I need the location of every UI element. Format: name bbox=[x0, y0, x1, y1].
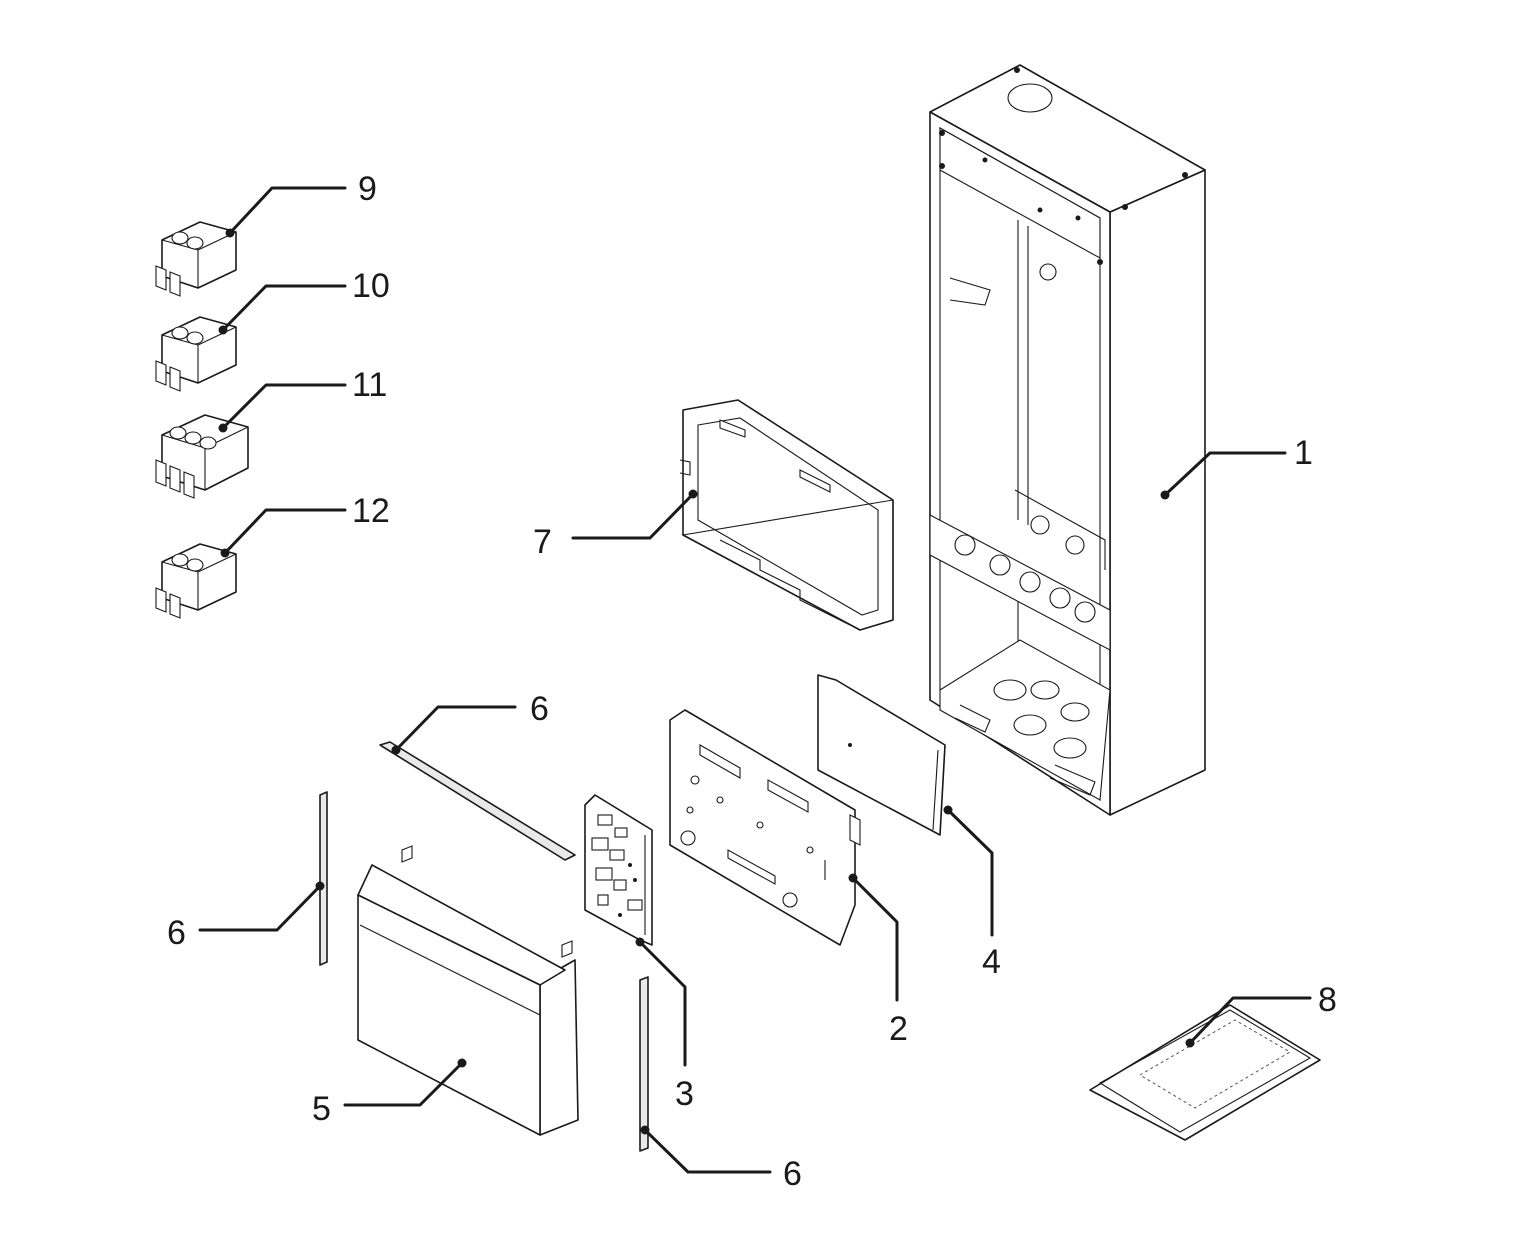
part-6-strip-top bbox=[379, 741, 576, 861]
callout-6-top: 6 bbox=[391, 690, 549, 755]
part-2-mounting-plate bbox=[669, 709, 861, 946]
callout-2: 2 bbox=[848, 873, 908, 1048]
callout-label-5: 5 bbox=[312, 1090, 331, 1128]
part-3-circuit-board bbox=[584, 794, 653, 946]
callout-1: 1 bbox=[1160, 434, 1313, 500]
part-12-terminal-block bbox=[155, 543, 237, 619]
callout-7: 7 bbox=[533, 489, 698, 561]
callout-label-6-top: 6 bbox=[530, 690, 549, 728]
callout-5: 5 bbox=[312, 1058, 467, 1128]
part-6-strip-left bbox=[319, 791, 328, 966]
callout-11: 11 bbox=[218, 366, 387, 433]
callout-label-6-bottom: 6 bbox=[783, 1155, 802, 1193]
callout-label-10: 10 bbox=[352, 267, 390, 305]
callout-4: 4 bbox=[943, 805, 1001, 981]
callout-label-3: 3 bbox=[675, 1075, 694, 1113]
callout-label-7: 7 bbox=[533, 523, 552, 561]
callout-label-2: 2 bbox=[889, 1010, 908, 1048]
callout-10: 10 bbox=[218, 267, 390, 335]
part-6-strip-bottom bbox=[639, 976, 649, 1152]
callout-12: 12 bbox=[220, 492, 390, 558]
callout-label-12: 12 bbox=[352, 492, 390, 530]
callout-label-1: 1 bbox=[1294, 434, 1313, 472]
callout-6-bottom: 6 bbox=[640, 1125, 802, 1193]
callout-label-11: 11 bbox=[352, 366, 387, 404]
callout-6-left: 6 bbox=[167, 881, 325, 952]
callout-8: 8 bbox=[1185, 981, 1337, 1048]
part-10-terminal-block bbox=[155, 316, 237, 392]
part-9-terminal-block bbox=[155, 221, 237, 297]
callout-label-8: 8 bbox=[1318, 981, 1337, 1019]
part-5-front-cover bbox=[357, 845, 579, 1136]
part-7-tray bbox=[679, 399, 894, 631]
part-8-envelope bbox=[1089, 1004, 1321, 1141]
callout-9: 9 bbox=[225, 170, 377, 238]
callout-3: 3 bbox=[635, 937, 694, 1113]
part-11-terminal-block bbox=[155, 414, 249, 499]
callout-label-4: 4 bbox=[982, 943, 1001, 981]
callout-label-6-left: 6 bbox=[167, 914, 186, 952]
part-1-enclosure-housing bbox=[929, 64, 1206, 816]
part-4-back-plate bbox=[817, 674, 946, 836]
callout-label-9: 9 bbox=[358, 170, 377, 208]
